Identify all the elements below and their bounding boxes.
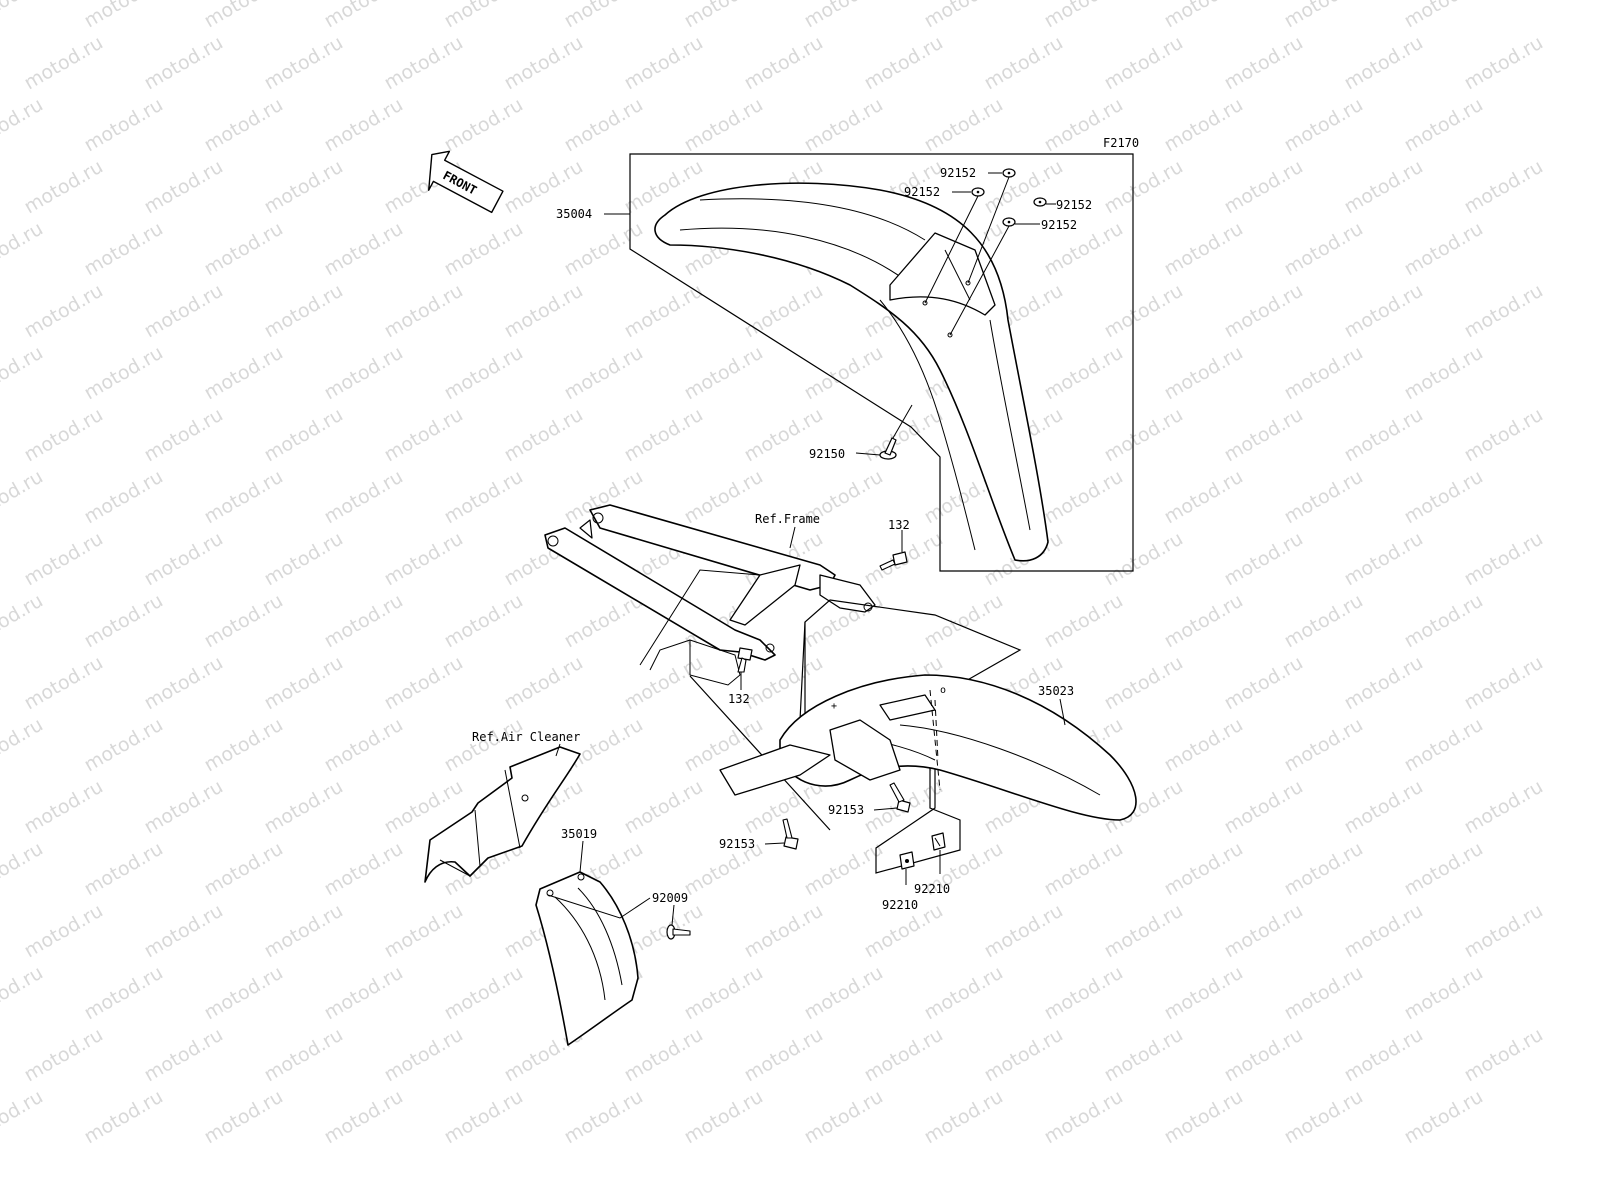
bolt-icon: [782, 818, 799, 850]
rear-fender-marker: +: [831, 701, 837, 712]
part-number-label: 92153: [828, 803, 864, 817]
part-number-label: 132: [888, 518, 910, 532]
rear-fender: + o: [719, 674, 1137, 821]
nut-icon: [899, 851, 915, 885]
part-number-label: 92009: [652, 891, 688, 905]
front-fender-group-box: [629, 153, 1134, 572]
screw-icon: [666, 904, 691, 940]
washer-icon: [1002, 217, 1016, 227]
part-number-label: 132: [728, 692, 750, 706]
washer-icon: [1002, 168, 1016, 178]
washer-icon: [1033, 197, 1047, 207]
leader-line: [1059, 698, 1066, 726]
part-number-label: 35004: [556, 207, 592, 221]
figure-code: F2170: [1103, 136, 1139, 150]
part-number-label: 92150: [809, 447, 845, 461]
part-number-label: 35023: [1038, 684, 1074, 698]
leader-line: [873, 807, 898, 811]
bolt-icon: [889, 782, 911, 813]
leader-line: [789, 526, 796, 549]
rear-fender-marker: o: [940, 685, 946, 696]
part-number-label: 92152: [1041, 218, 1077, 232]
leader-line: [555, 743, 561, 757]
leader-line: [855, 452, 881, 456]
washer-icon: [971, 187, 985, 197]
part-number-label: 92152: [1056, 198, 1092, 212]
bolt-icon: [737, 647, 753, 690]
part-number-label: 92152: [904, 185, 940, 199]
nut-icon: [931, 832, 946, 874]
leader-line: [764, 842, 785, 845]
part-number-label: 92153: [719, 837, 755, 851]
front-direction-arrow: FRONT: [428, 150, 504, 214]
part-number-label: 92152: [940, 166, 976, 180]
leader-line: [579, 840, 584, 873]
part-number-label: 92210: [882, 898, 918, 912]
front-fender: [654, 182, 1049, 562]
washer-leader-lines: [924, 176, 1010, 336]
part-number-label: 92210: [914, 882, 950, 896]
frame-reference: [544, 504, 876, 686]
bolt-icon: [879, 530, 908, 571]
rear-fender-leader-lines: [689, 621, 831, 831]
part-number-label: 35019: [561, 827, 597, 841]
mud-guard: [535, 871, 651, 1046]
screw-icon: [879, 404, 913, 460]
air-cleaner-reference: [424, 746, 581, 883]
reference-label: Ref.Frame: [755, 512, 820, 526]
reference-label: Ref.Air Cleaner: [472, 730, 580, 744]
